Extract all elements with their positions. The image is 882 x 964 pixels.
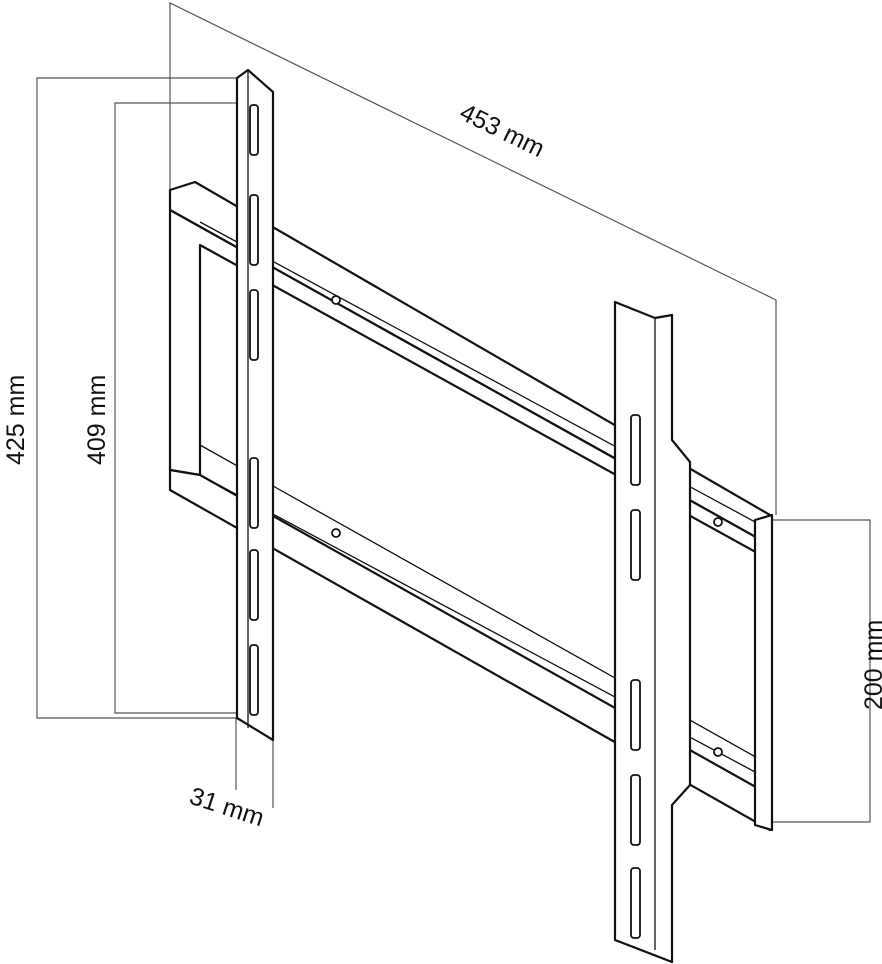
label-409mm: 409 mm [83, 375, 111, 465]
dimension-425 [36, 77, 240, 719]
label-200mm: 200 mm [860, 620, 882, 710]
label-453mm: 453 mm [455, 98, 548, 163]
dimension-453 [169, 2, 777, 515]
dimension-31 [235, 718, 274, 808]
left-vertical-bar [235, 68, 275, 742]
dimension-200 [770, 519, 871, 823]
dimension-409 [114, 102, 240, 714]
label-425mm: 425 mm [2, 375, 30, 465]
label-31mm: 31 mm [186, 782, 267, 832]
right-vertical-bar [613, 300, 692, 964]
